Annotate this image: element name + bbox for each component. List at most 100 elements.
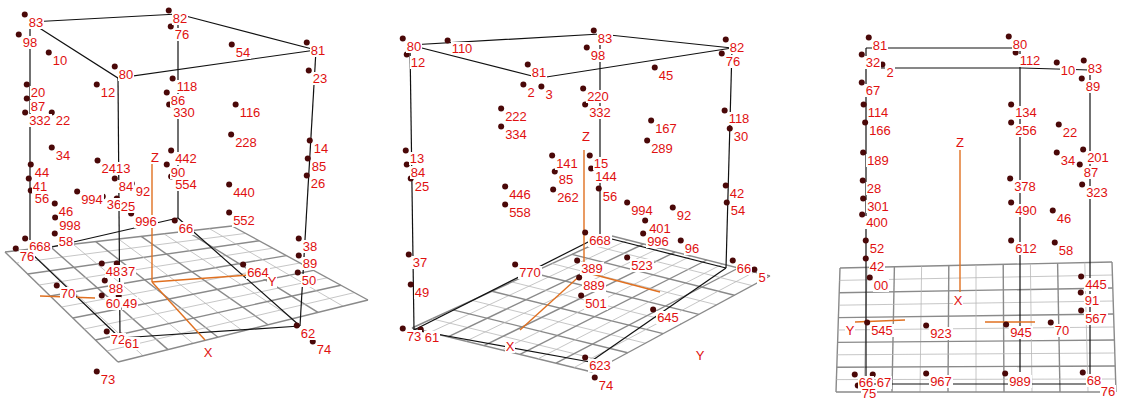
point-number: 189 [866,154,890,167]
axis-group [855,150,1035,322]
point-number: 222 [504,110,528,123]
grid-line [838,340,1115,342]
axis-label: X [505,340,516,353]
point-number: 923 [929,327,953,340]
point-number: 61 [124,337,140,350]
point-number: 81 [310,44,326,57]
point-number: 32 [865,56,881,69]
point-number: 889 [582,279,606,292]
point-number: 98 [590,49,606,62]
point-number: 76 [19,250,35,263]
wireframe-edge [866,47,1022,48]
point-number: 332 [588,106,612,119]
point-number: 92 [135,185,151,198]
axis-label: X [203,346,214,359]
axis-line [855,320,905,322]
point-number: 167 [654,122,678,135]
wireframe-edge [120,326,300,338]
point-number: 996 [134,215,158,228]
point-number: 54 [730,204,746,217]
point-number: 401 [648,222,672,235]
floor-grid [5,226,368,362]
point-number: 994 [80,193,104,206]
grid-line [837,366,1115,367]
point-number: 37 [412,256,428,269]
point-number: 114 [867,106,890,119]
point-number: 446 [508,188,532,201]
point-number: 74 [316,343,332,356]
point-number: 378 [1013,180,1037,193]
point-number: 60 [105,297,121,310]
axis-label: X [953,294,964,307]
point-number: 612 [1014,242,1038,255]
point-number: 66 [178,222,194,235]
point-number: 323 [1085,186,1109,199]
point-number: 118 [728,112,751,125]
grid-line [532,273,699,315]
point-number: 668 [588,234,612,247]
point-number: 12 [410,56,426,69]
point-number: 501 [584,297,608,310]
point-number: 220 [586,90,610,103]
point-number: 10 [52,54,68,67]
axis-label: Z [581,130,591,143]
point-number: 301 [866,200,890,213]
point-number: 61 [424,331,440,344]
point-number: 42 [869,260,885,273]
point-number: 22 [1062,126,1078,139]
axis-label: Y [845,324,856,337]
point-number: 13 [409,152,425,165]
point-number: 523 [630,259,654,272]
point-number: 49 [122,297,138,310]
point-number: 400 [865,216,889,229]
floor-grid [412,236,770,372]
grid-line [592,276,770,372]
point-number: 134 [1014,106,1038,119]
grid-line [520,260,707,354]
point-number: 73 [100,373,116,386]
point-number: 567 [1084,312,1108,325]
axis-label: Z [150,151,160,164]
point-number: 945 [1009,326,1033,339]
grid-line [612,236,770,276]
axis-line [583,150,584,272]
grid-line [118,300,368,362]
point-number: 201 [1086,151,1110,164]
point-number: 2 [885,66,894,79]
point-number: 554 [174,178,198,191]
point-number: 80 [1012,38,1028,51]
point-number: 112 [1019,54,1042,67]
point-number: 110 [451,42,474,55]
wireframe-group [410,34,732,362]
point-number: 73 [406,330,422,343]
point-number: 12 [100,86,116,99]
wireframe-edge [178,218,300,326]
point-markers [13,8,1100,389]
point-number: 20 [30,86,46,99]
grid-line [574,272,754,368]
point-number: 83 [1087,62,1103,75]
point-number: 67 [876,376,892,389]
wireframe-edge [414,236,600,330]
point-number: 89 [1085,80,1101,93]
wireframe-edge [599,34,600,236]
point-number: 45 [658,69,674,82]
point-number: 62 [300,327,316,340]
point-number: 552 [232,214,256,227]
point-number: 30 [733,130,749,143]
grid-line [502,256,691,350]
point-number: 87 [1083,166,1099,179]
point-number: 80 [118,68,134,81]
point-number: 50 [301,274,317,287]
wireframe-edge [1022,68,1090,70]
point-number: 74 [598,379,614,392]
point-number: 66 [736,262,752,275]
axis-line [959,150,960,292]
wireframe-edge [414,330,590,362]
point-number: 440 [232,186,256,199]
point-number: 76 [1100,385,1116,398]
floor-grid [836,262,1116,392]
point-number: 89 [302,257,318,270]
point-number: 42 [729,187,745,200]
